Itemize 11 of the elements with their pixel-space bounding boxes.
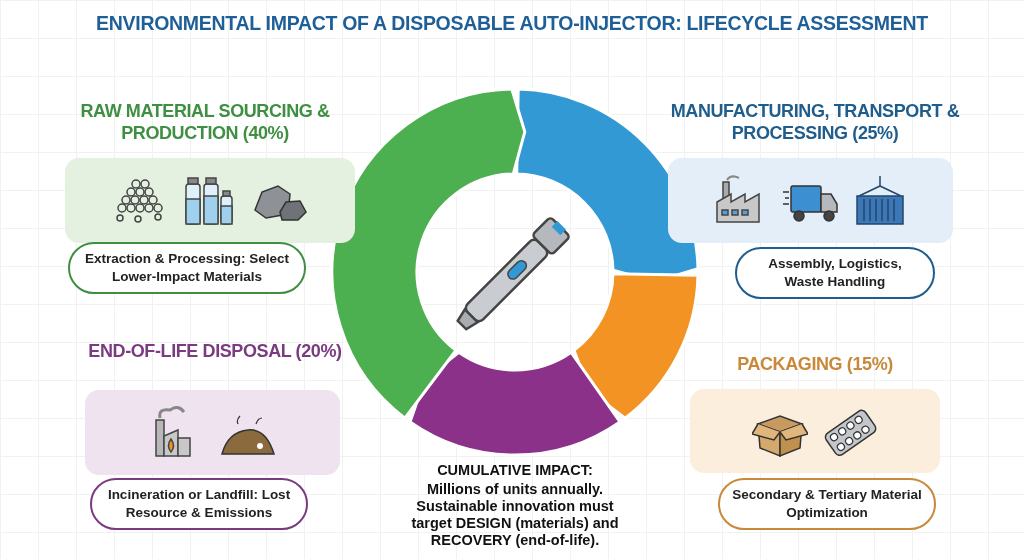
speech-bubble: Assembly, Logistics, Waste Handling	[735, 247, 935, 299]
speech-bubble: Extraction & Processing: Select Lower-Impact Materials	[68, 242, 306, 294]
title: ENVIRONMENTAL IMPACT OF A DISPOSABLE AUTO-INJECTOR: LIFECYCLE ASSESSMENT	[95, 12, 929, 35]
section-heading: PACKAGING (15%)	[736, 353, 894, 375]
speech-bubble: Incineration or Landfill: Lost Resource & Emissions	[90, 478, 308, 530]
speech-bubble: Secondary & Tertiary Material Optimization	[718, 478, 936, 530]
summary-text: Millions of units annually. Sustainable innovation must target DESIGN (materials) and RECOVERY (end-of-life).	[410, 481, 620, 549]
section-heading: END-OF-LIFE DISPOSAL (20%)	[87, 340, 343, 362]
summary-heading: CUMULATIVE IMPACT:	[436, 462, 594, 479]
section-heading: RAW MATERIAL SOURCING & PRODUCTION (40%)	[79, 100, 331, 144]
section-heading: MANUFACTURING, TRANSPORT & PROCESSING (25%)	[669, 100, 961, 144]
